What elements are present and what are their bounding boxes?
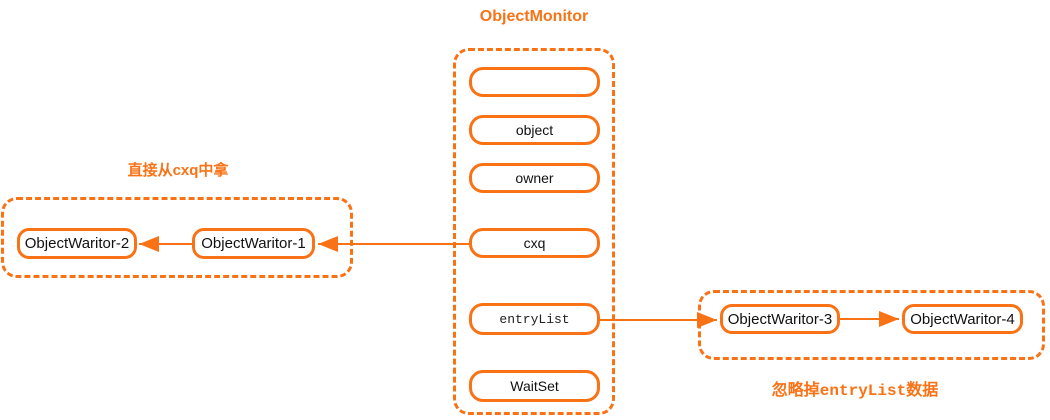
monitor-field-cxq: cxq	[469, 228, 600, 258]
monitor-field-owner: owner	[469, 163, 600, 193]
monitor-field-cxq-label: cxq	[520, 235, 549, 251]
node-objectwaritor-4: ObjectWaritor-4	[902, 304, 1023, 334]
monitor-field-entrylist-label: entryList	[499, 311, 570, 327]
node-objectwaritor-3-label: ObjectWaritor-3	[725, 310, 835, 328]
node-objectwaritor-1: ObjectWaritor-1	[192, 228, 315, 259]
node-objectwaritor-3: ObjectWaritor-3	[720, 304, 840, 334]
monitor-field-entrylist: entryList	[469, 303, 600, 335]
monitor-field-object-label: object	[512, 122, 557, 138]
node-objectwaritor-2-label: ObjectWaritor-2	[22, 235, 132, 252]
cxq-group-container	[1, 197, 353, 278]
monitor-field-owner-label: owner	[512, 170, 557, 186]
objectmonitor-container	[453, 48, 615, 415]
objectmonitor-title: ObjectMonitor	[479, 8, 589, 25]
entrylist-caption-prefix: 忽略掉	[771, 382, 820, 399]
entrylist-caption-code: entryList	[819, 382, 907, 400]
monitor-field-object: object	[469, 115, 600, 145]
monitor-field-waitset-label: WaitSet	[507, 378, 562, 394]
cxq-group-caption: 直接从cxq中拿	[127, 162, 229, 179]
node-objectwaritor-4-label: ObjectWaritor-4	[908, 310, 1017, 328]
entrylist-caption-suffix: 数据	[906, 382, 939, 399]
node-objectwaritor-1-label: ObjectWaritor-1	[199, 235, 308, 252]
entrylist-group-caption: 忽略掉entryList数据	[730, 376, 980, 400]
monitor-field-waitset: WaitSet	[469, 370, 600, 402]
monitor-field-empty	[469, 67, 600, 97]
node-objectwaritor-2: ObjectWaritor-2	[17, 228, 137, 259]
